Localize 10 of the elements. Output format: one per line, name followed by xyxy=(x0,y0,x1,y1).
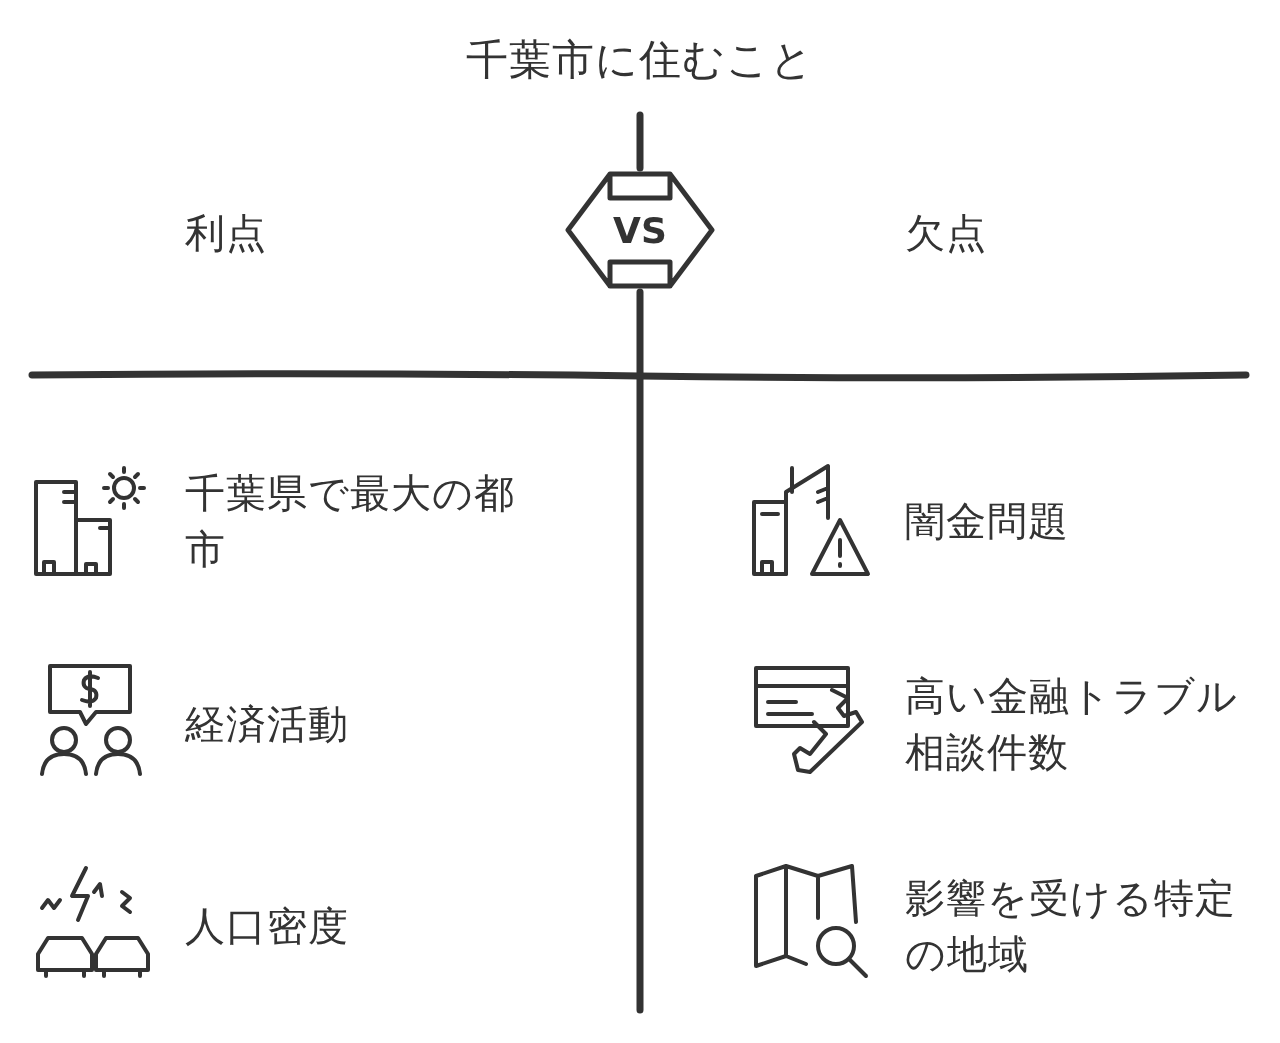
column-heading: 利点 xyxy=(185,209,268,258)
advantage-text: 人口密度 xyxy=(185,902,350,951)
disadvantage-text: 影響を受ける特定の地域 xyxy=(905,874,1237,979)
disadvantage-text: 高い金融トラブル相談件数 xyxy=(905,672,1239,777)
vs-label: VS xyxy=(613,209,667,251)
column-heading: 欠点 xyxy=(905,209,988,258)
disadvantage-text: 闇金問題 xyxy=(905,497,1070,546)
title: 千葉市に住むこと xyxy=(465,34,815,86)
advantage-text: 経済活動 xyxy=(185,700,350,749)
advantage-text: 千葉県で最大の都市 xyxy=(185,469,516,574)
